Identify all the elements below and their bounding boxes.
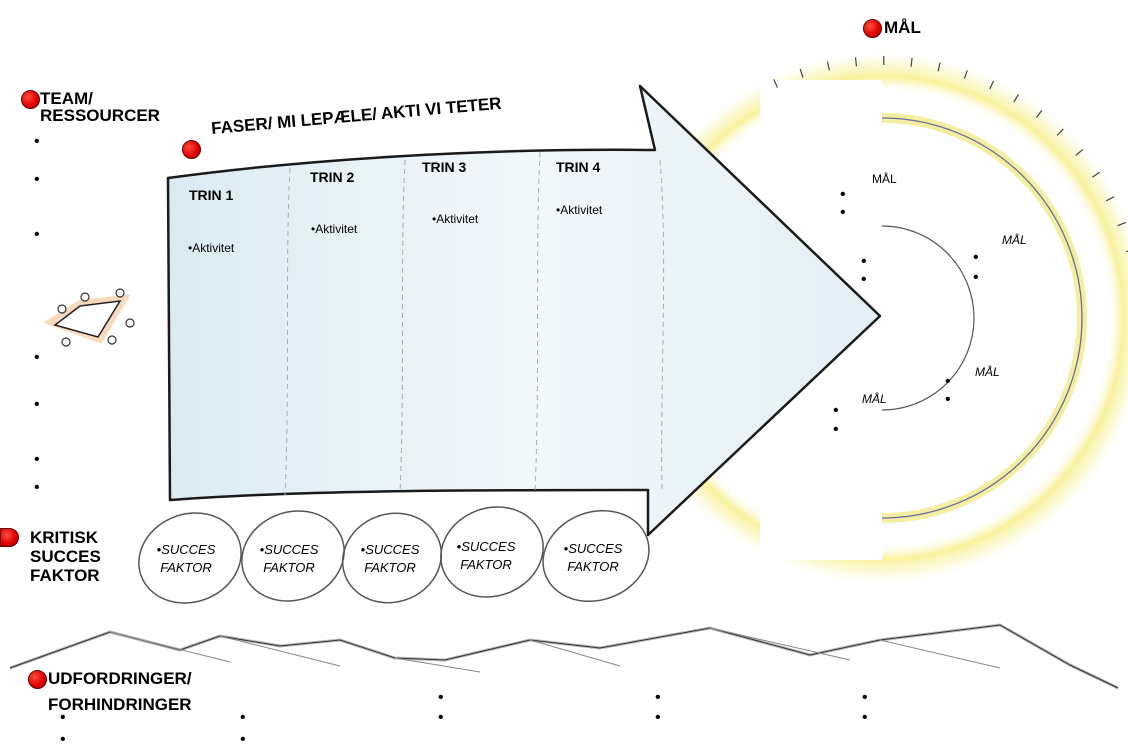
arrow-shape: [166, 84, 882, 537]
bullet-point: •: [861, 253, 867, 270]
step-1-activity: •Aktivitet: [188, 241, 235, 255]
step-4-activity: •Aktivitet: [556, 203, 603, 217]
goal-title: MÅL: [884, 18, 921, 37]
step-2-label: TRIN 2: [310, 169, 355, 185]
ring-tick: [1056, 128, 1064, 136]
phase-arrow: [166, 84, 882, 537]
bullet-point: •: [862, 709, 868, 726]
challenge-mountains: [9, 623, 1119, 690]
meeting-table-icon: [43, 288, 135, 347]
bullet-point: •: [973, 249, 979, 266]
bullet-point: •: [34, 479, 40, 496]
bullet-point: •: [34, 226, 40, 243]
bullet-point: •: [60, 709, 66, 726]
bullet-point: •: [833, 402, 839, 419]
bullet-point: •: [34, 171, 40, 188]
ring-tick: [963, 70, 968, 79]
step-2-activity: •Aktivitet: [311, 222, 358, 236]
goal-marker-dot: [863, 19, 882, 38]
bullet-point: •: [34, 396, 40, 413]
ring-tick: [1035, 110, 1043, 118]
goal-label-mid-upper: MÅL: [1002, 233, 1027, 247]
success-factor-3: •SUCCES FAKTOR: [360, 542, 420, 575]
bullet-point: •: [655, 689, 661, 706]
challenges-title: UDFORDRINGER/ FORHINDRINGER: [48, 669, 192, 714]
step-dividers: [284, 151, 665, 496]
bullet-point: •: [840, 186, 846, 203]
ring-tick: [1013, 94, 1020, 103]
team-marker-dot: [21, 90, 40, 109]
ring-tick: [910, 57, 913, 67]
challenges-marker-dot: [28, 670, 47, 689]
success-factor-4: •SUCCES FAKTOR: [456, 539, 516, 572]
bullet-point: •: [861, 271, 867, 288]
success-factor-5: •SUCCES FAKTOR: [563, 541, 623, 574]
step-4-label: TRIN 4: [556, 159, 601, 175]
success-factor-1: •SUCCES FAKTOR: [156, 542, 216, 575]
ring-tick: [989, 80, 995, 90]
middle-ring: [881, 117, 1083, 519]
goal-label-outer: MÅL: [872, 172, 897, 186]
bullet-point: •: [945, 391, 951, 408]
ring-tick: [1075, 149, 1084, 156]
inner-ring: [881, 225, 975, 411]
bullet-point: •: [240, 731, 246, 748]
ring-tick: [799, 68, 804, 78]
bullet-point: •: [833, 421, 839, 438]
ring-tick: [1117, 221, 1127, 227]
bullet-point: •: [862, 689, 868, 706]
ring-tick: [854, 57, 858, 67]
bullet-point: •: [945, 373, 951, 390]
bullet-point: •: [34, 451, 40, 468]
bullet-point: •: [973, 269, 979, 286]
goal-label-inner-lower: MÅL: [862, 392, 887, 406]
ring-tick: [1091, 171, 1101, 178]
phases-marker-dot: [182, 140, 201, 159]
bullet-point: •: [34, 349, 40, 366]
team-title: TEAM/ RESSOURCER: [40, 89, 160, 125]
bullet-point: •: [438, 709, 444, 726]
step-3-label: TRIN 3: [422, 159, 467, 175]
ring-tick: [1105, 196, 1115, 202]
ring-tick: [937, 62, 941, 72]
critical-success-title: KRITISK SUCCES FAKTOR: [30, 528, 101, 585]
bullet-point: •: [438, 689, 444, 706]
bullet-point: •: [655, 709, 661, 726]
critical-marker-dot: [0, 528, 19, 547]
goal-label-mid-right: MÅL: [975, 365, 1000, 379]
bullet-point: •: [840, 204, 846, 221]
success-factor-2: •SUCCES FAKTOR: [259, 542, 319, 575]
success-factor-ellipses: [138, 506, 650, 604]
ring-tick: [773, 79, 779, 88]
step-1-label: TRIN 1: [189, 187, 234, 203]
ring-tick: [826, 61, 830, 71]
outer-ring-ticks: [773, 56, 1128, 253]
bullet-point: •: [240, 709, 246, 726]
step-3-activity: •Aktivitet: [432, 212, 479, 226]
bullet-point: •: [60, 731, 66, 748]
bullet-point: •: [34, 133, 40, 150]
